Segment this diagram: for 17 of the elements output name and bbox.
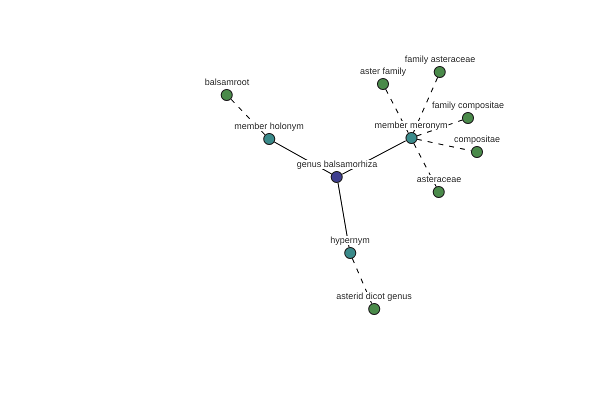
node-label: asterid dicot genus [335,292,413,301]
dashed-line [413,142,437,188]
node-label: family compositae [430,101,506,110]
node-label: asteraceae [416,175,462,184]
dashed-line [412,77,438,133]
node-label: compositae [452,135,502,144]
node-label: balsamroot [204,78,250,87]
node-label: aster family [359,67,407,76]
dashed-line [352,258,372,304]
node-label: member meronym [374,121,448,130]
node-label: family asteraceae [404,55,476,64]
connector-line [338,182,350,248]
dashed-line [385,88,409,134]
node-label: hypernym [329,236,371,245]
node-label: member holonym [233,122,305,131]
dashed-line [230,98,266,136]
node-label: genus balsamorhiza [296,160,378,169]
